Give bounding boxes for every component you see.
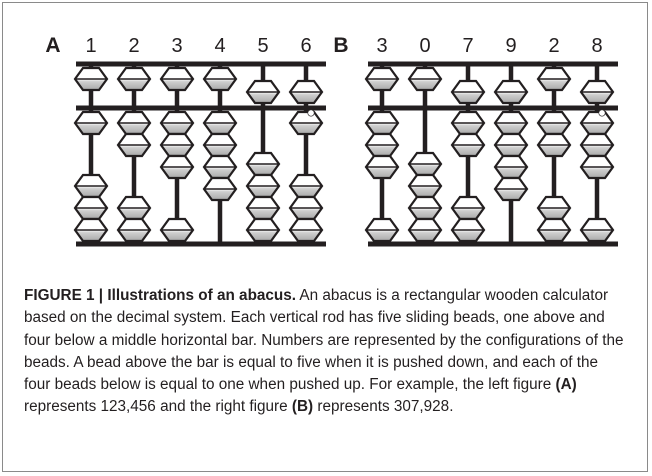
top-frame-bar <box>368 61 618 67</box>
digit-label: 5 <box>257 35 268 57</box>
middle-bar <box>76 105 326 111</box>
abacus-illustration: A 1 2 3 4 5 6 B 3 0 7 9 2 8 <box>45 34 618 247</box>
caption-ref-b: (B) <box>291 398 314 416</box>
digit-label: 2 <box>128 35 139 57</box>
digit-label: 3 <box>171 35 182 57</box>
digit-label: 3 <box>376 35 387 57</box>
digit-label: 4 <box>214 35 225 57</box>
digit-label: 2 <box>548 35 559 57</box>
digit-label: 1 <box>85 35 96 57</box>
caption-ref-a: (A) <box>555 376 577 394</box>
unit-marker-dot <box>598 109 606 117</box>
panel-letter: B <box>333 34 348 57</box>
caption-text: represents 307,928. <box>313 398 454 416</box>
figure-caption: FIGURE 1 | Illustrations of an abacus. A… <box>24 285 628 419</box>
digit-label: 8 <box>591 35 602 57</box>
digit-label: 9 <box>505 35 516 57</box>
panel-letter: A <box>45 34 60 57</box>
caption-figure-label: FIGURE 1 | Illustrations of an abacus. <box>24 287 297 304</box>
digit-label: 7 <box>462 35 473 57</box>
digit-label: 6 <box>300 35 311 57</box>
caption-text: An abacus is a rectangular wooden calcul… <box>24 287 624 394</box>
caption-text: represents 123,456 and the right figure <box>24 398 292 416</box>
middle-bar <box>368 105 618 111</box>
digit-label: 0 <box>419 35 430 57</box>
abacus-panel-a: A 1 2 3 4 5 6 <box>45 34 326 247</box>
abacus-panel-b: B 3 0 7 9 2 8 <box>333 34 618 247</box>
bottom-frame-bar <box>76 241 326 247</box>
unit-marker-dot <box>307 109 315 117</box>
top-frame-bar <box>76 61 326 67</box>
bottom-frame-bar <box>368 241 618 247</box>
